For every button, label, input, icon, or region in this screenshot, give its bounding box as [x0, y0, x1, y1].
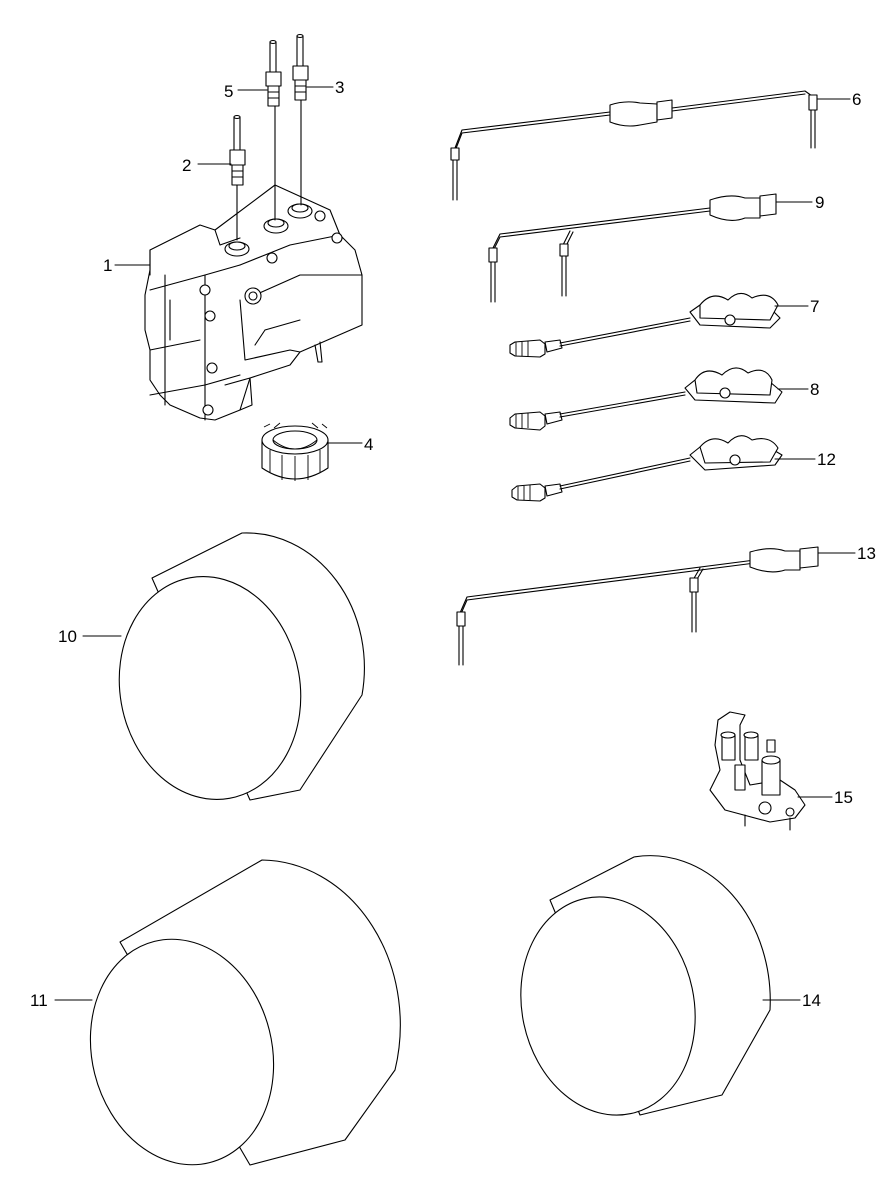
callout-6: 6: [852, 90, 861, 109]
callout-3: 3: [335, 78, 344, 97]
part-13-sensor-wire: [456, 546, 819, 666]
part-3-fitting: [292, 33, 309, 206]
callout-7: 7: [810, 297, 819, 316]
part-8-speed-sensor: [509, 367, 783, 431]
part-11-cylinder: [89, 859, 401, 1166]
callout-11: 11: [30, 991, 48, 1010]
callout-14: 14: [802, 991, 821, 1010]
callout-4: 4: [364, 435, 373, 454]
part-15-bracket-assembly: [709, 711, 806, 831]
part-7-speed-sensor: [509, 292, 781, 358]
part-5-fitting: [265, 39, 282, 221]
callout-1: 1: [103, 256, 112, 275]
part-2-fitting: [229, 114, 246, 241]
callout-8: 8: [810, 380, 819, 399]
callout-12: 12: [817, 450, 836, 469]
part-14-cylinder: [520, 855, 771, 1116]
callout-13: 13: [857, 544, 876, 563]
part-12-speed-sensor: [511, 435, 783, 502]
callout-2: 2: [182, 156, 191, 175]
part-6-sensor-wire: [450, 90, 818, 201]
callout-10: 10: [58, 627, 77, 646]
part-9-sensor-wire: [488, 193, 777, 303]
part-10-cylinder: [118, 532, 365, 801]
part-1-hydraulic-unit: [144, 184, 363, 421]
callout-labels: 1 2 3 4 5 6 7 8 9 10 11 12 13 14 15: [30, 78, 876, 1010]
part-4-ring-nut: [261, 422, 329, 481]
leader-lines: [54, 86, 856, 1001]
callout-9: 9: [815, 193, 824, 212]
callout-5: 5: [224, 82, 233, 101]
callout-15: 15: [834, 788, 853, 807]
